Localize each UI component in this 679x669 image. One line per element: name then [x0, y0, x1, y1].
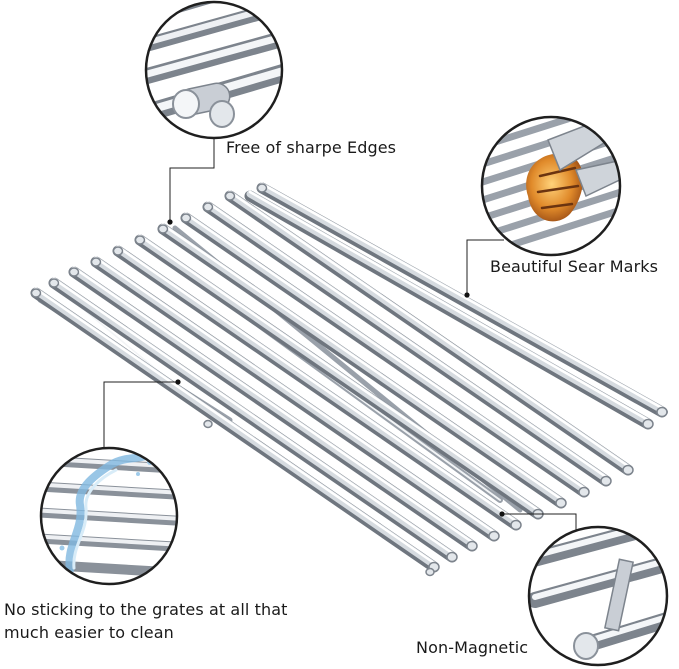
- edges-callout-label: Free of sharpe Edges: [226, 138, 397, 157]
- grate-rod: [30, 287, 440, 573]
- grate-rod: [112, 245, 522, 531]
- grill-grate: [30, 182, 668, 577]
- easy-clean-callout-line-1: No sticking to the grates at all that: [4, 600, 288, 619]
- non-magnetic-callout-label: Non-Magnetic: [416, 638, 529, 657]
- grate-rod: [48, 277, 458, 563]
- easy-clean-callout-label: No sticking to the grates at all that mu…: [4, 598, 288, 644]
- grate-rod: [157, 223, 567, 509]
- easy-clean-callout-line-2: much easier to clean: [4, 623, 174, 642]
- easy-clean-closeup-circle: [39, 446, 179, 586]
- grate-rod: [134, 234, 544, 520]
- water-splash: [65, 450, 154, 574]
- grate-rod: [256, 182, 668, 418]
- callout-leader-lines: [103, 138, 577, 530]
- grate-rod: [202, 201, 612, 487]
- grate-rods: [30, 182, 668, 573]
- sear-marks-callout-label: Beautiful Sear Marks: [490, 257, 659, 276]
- sear-marks-closeup-circle: [480, 115, 622, 257]
- grate-rod: [224, 190, 634, 476]
- grate-rod: [90, 256, 500, 542]
- grate-rod: [244, 190, 654, 430]
- non-magnetic-closeup-circle: [527, 525, 669, 667]
- edges-closeup-circle: [144, 0, 284, 140]
- grate-rod: [180, 212, 590, 498]
- grate-rod: [68, 266, 478, 552]
